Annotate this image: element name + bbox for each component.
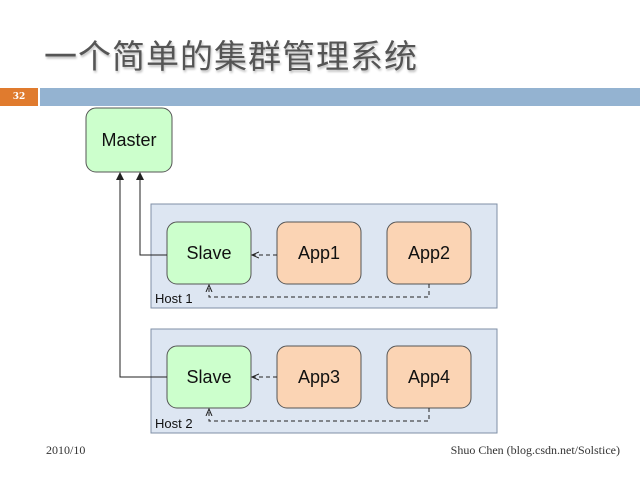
footer-date: 2010/10	[46, 443, 86, 457]
host2-label: Host 2	[155, 416, 193, 431]
master-label: Master	[101, 130, 156, 150]
slave2-to-master-connector	[116, 172, 167, 378]
slave1-to-master-connector	[136, 172, 167, 256]
host1-label: Host 1	[155, 291, 193, 306]
slide-number: 32	[12, 92, 26, 102]
header-bar	[40, 88, 640, 106]
app2-label: App2	[408, 243, 450, 263]
app1-label: App1	[298, 243, 340, 263]
app1-node	[276, 221, 362, 285]
footer-author: Shuo Chen (blog.csdn.net/Solstice)	[450, 443, 620, 457]
master-node	[85, 107, 173, 173]
app4-to-slave2-connector	[209, 408, 430, 422]
app2-to-slave1-connector	[209, 284, 430, 298]
slave2-label: Slave	[186, 367, 231, 387]
slave1-label: Slave	[186, 243, 231, 263]
slide-title: 一个简单的集群管理系统	[44, 37, 418, 76]
slide-number-bar	[0, 88, 38, 106]
app3-label: App3	[298, 367, 340, 387]
app4-label: App4	[408, 367, 450, 387]
